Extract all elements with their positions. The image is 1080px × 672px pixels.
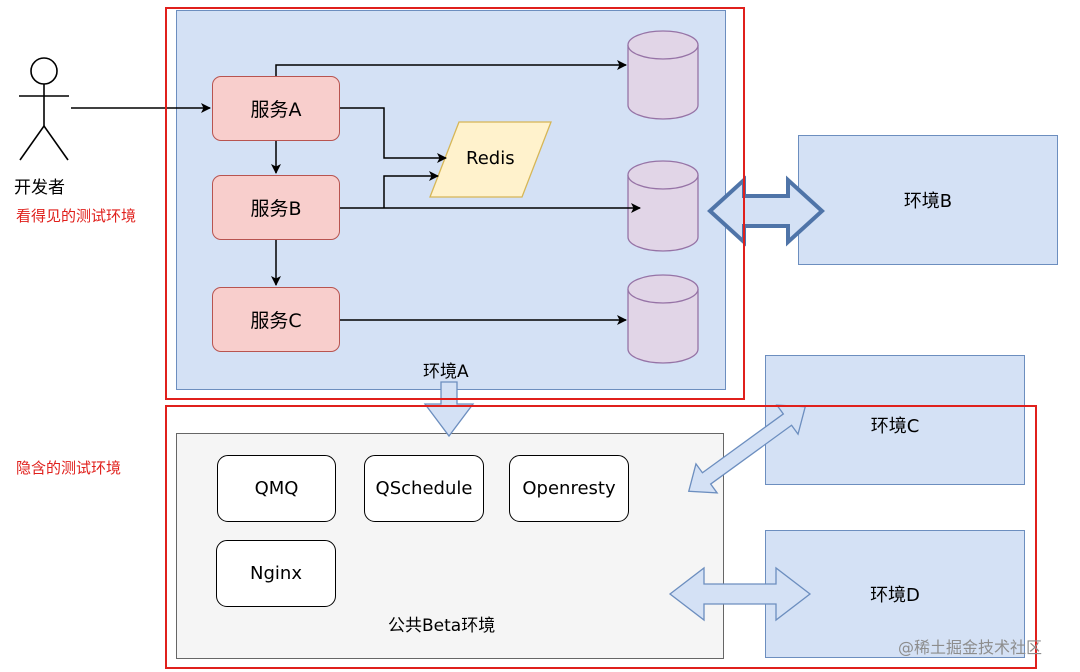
service-c-label: 服务C (250, 310, 302, 332)
nginx-label: Nginx (250, 563, 302, 584)
env-b-box[interactable]: 环境B (798, 135, 1058, 265)
visible-env-label: 看得见的测试环境 (16, 207, 137, 225)
developer-label: 开发者 (14, 178, 65, 198)
developer-actor-icon (19, 57, 69, 161)
arrow-service-a-to-redis (340, 107, 447, 163)
nginx-box[interactable]: Nginx (216, 540, 336, 607)
service-a-box[interactable]: 服务A (212, 76, 340, 141)
arrow-service-b-to-redis (383, 171, 439, 208)
openresty-box[interactable]: Openresty (509, 455, 629, 522)
redis-label: Redis (466, 148, 515, 169)
watermark: @稀土掘金技术社区 (898, 638, 1043, 657)
openresty-label: Openresty (522, 478, 616, 499)
double-arrow-public-env-d (668, 566, 812, 622)
service-c-box[interactable]: 服务C (212, 287, 340, 352)
hidden-env-label: 隐含的测试环境 (16, 459, 122, 477)
qschedule-box[interactable]: QSchedule (364, 455, 484, 522)
database-icon-1 (627, 30, 699, 120)
public-beta-env-label: 公共Beta环境 (388, 616, 496, 636)
database-icon-2 (627, 160, 699, 252)
service-b-box[interactable]: 服务B (212, 175, 340, 240)
down-arrow-to-public (423, 381, 475, 438)
hidden-env-highlight-frame (165, 405, 1037, 669)
database-icon-3 (627, 274, 699, 364)
qschedule-label: QSchedule (375, 478, 473, 499)
env-a-label: 环境A (423, 362, 469, 382)
service-a-label: 服务A (250, 99, 302, 121)
service-b-label: 服务B (250, 198, 302, 220)
env-d-label: 环境D (870, 585, 920, 606)
env-c-box[interactable]: 环境C (765, 355, 1025, 485)
qmq-label: QMQ (254, 478, 299, 499)
redis-shape[interactable] (429, 121, 552, 198)
qmq-box[interactable]: QMQ (217, 455, 336, 522)
visible-env-highlight-frame (165, 7, 745, 400)
env-c-label: 环境C (870, 416, 920, 437)
arrow-service-a-to-db1 (275, 60, 627, 76)
env-b-label: 环境B (903, 191, 953, 212)
